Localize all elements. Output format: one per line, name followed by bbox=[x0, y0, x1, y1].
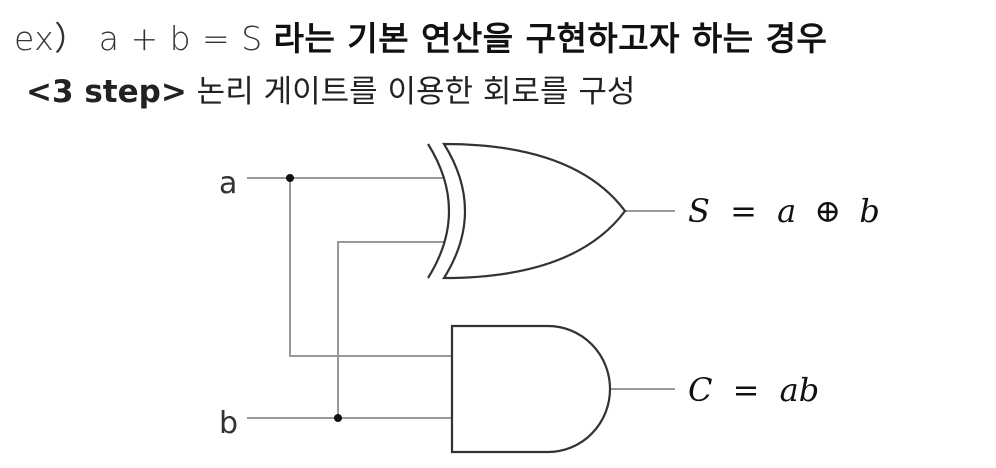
carry-output-label: C = ab bbox=[688, 371, 819, 409]
sum-eq: = bbox=[730, 192, 757, 230]
sum-rhs: b bbox=[859, 192, 879, 230]
and-gate bbox=[450, 324, 612, 454]
sum-lhs: a bbox=[777, 192, 796, 230]
xor-gate bbox=[427, 142, 627, 280]
input-b-label: b bbox=[219, 406, 238, 441]
sum-output-label: S = a ⊕ b bbox=[688, 192, 880, 230]
subheading-text: 논리 게이트를 이용한 회로를 구성 bbox=[196, 74, 636, 110]
input-a-label: a bbox=[219, 166, 237, 201]
wire-a-and bbox=[289, 178, 452, 357]
heading-prefix: ex） bbox=[14, 19, 88, 58]
xor-gate-body bbox=[442, 142, 627, 280]
heading: ex） a + b = S 라는 기본 연산을 구현하고자 하는 경우 bbox=[14, 12, 827, 60]
heading-expression: a + b = S bbox=[98, 19, 263, 58]
wire-b-xor bbox=[337, 241, 445, 418]
junction-dot-a bbox=[286, 174, 294, 182]
carry-eq: = bbox=[733, 371, 760, 409]
subheading-step: <3 step> bbox=[26, 74, 187, 110]
subheading: <3 step> 논리 게이트를 이용한 회로를 구성 bbox=[26, 66, 635, 111]
junction-dot-b bbox=[334, 414, 342, 422]
xor-symbol: ⊕ bbox=[814, 192, 841, 230]
and-gate-body bbox=[450, 324, 612, 454]
xor-gate-extra-arc bbox=[427, 143, 450, 279]
wires bbox=[247, 177, 675, 419]
sum-var: S bbox=[688, 192, 710, 230]
carry-var: C bbox=[688, 371, 712, 409]
heading-text: 라는 기본 연산을 구현하고자 하는 경우 bbox=[273, 19, 828, 58]
carry-expr: ab bbox=[780, 371, 820, 409]
